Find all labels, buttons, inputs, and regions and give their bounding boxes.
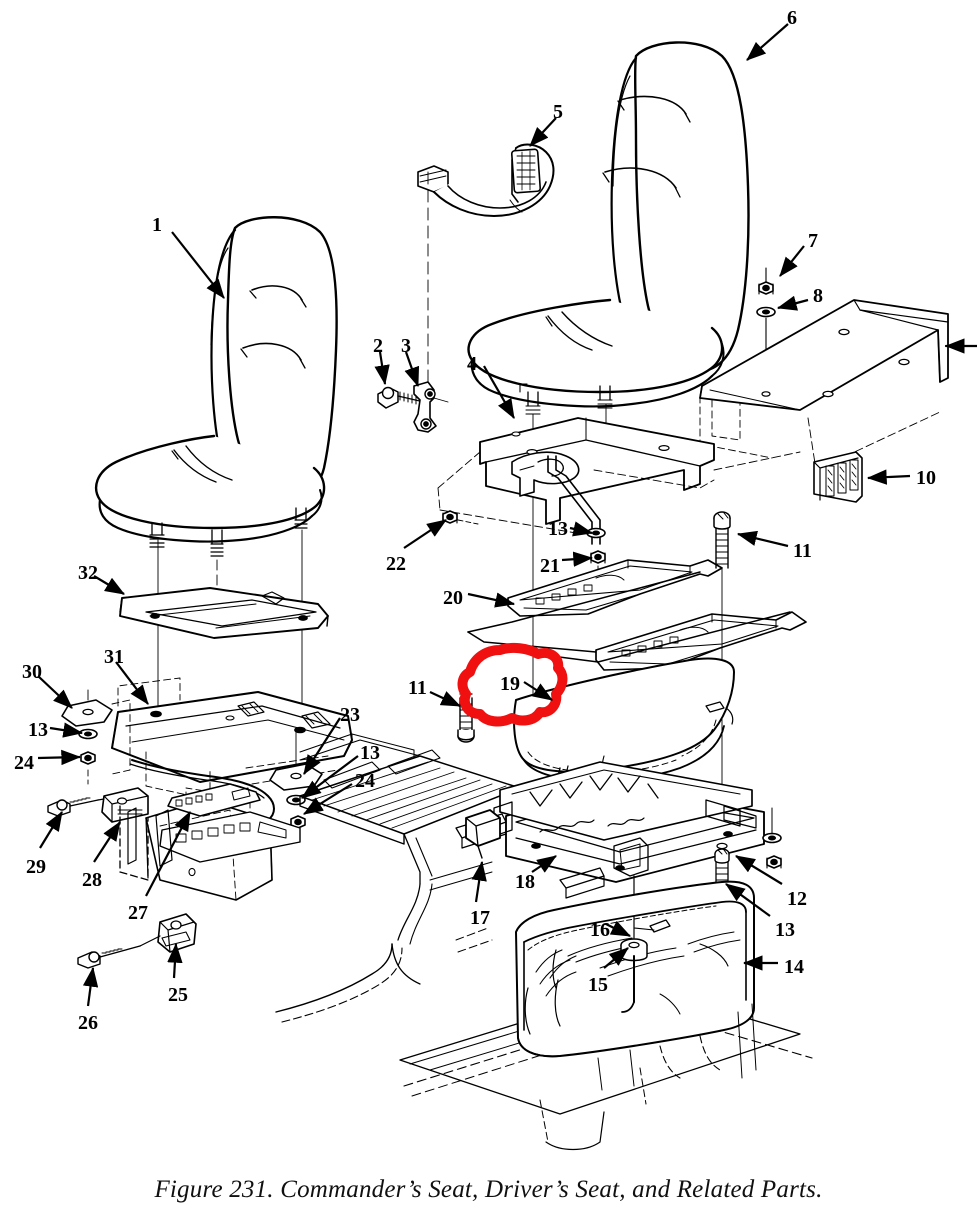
bracket-25-screw-26: [77, 913, 197, 969]
commanders-seat-drawing: [95, 216, 338, 729]
screw-2-bracket-3: [377, 381, 449, 433]
knob-17: [465, 809, 501, 859]
clip-10: [813, 451, 863, 503]
armrest-5: [417, 143, 555, 419]
nut-22: [442, 510, 479, 525]
slide-rails-20: [467, 559, 807, 671]
seat-mounting-plate-9: [699, 299, 977, 471]
bolt-11-left: [457, 693, 475, 743]
exploded-parts-illustration: 1 2 3 4 5 6 7 8 10 11 11 12 13 13 13 13 …: [14, 8, 977, 1151]
bracket-28-screw-29: [47, 787, 149, 823]
cover-plate-32: [119, 587, 329, 639]
bracket-30-hardware: [61, 689, 131, 785]
figure-caption: Figure 231. Commander’s Seat, Driver’s S…: [154, 1176, 823, 1203]
seat-mounting-bracket-4: [437, 417, 801, 545]
suspension-frame-18: [455, 761, 765, 913]
seat-platform-31: [111, 677, 353, 821]
